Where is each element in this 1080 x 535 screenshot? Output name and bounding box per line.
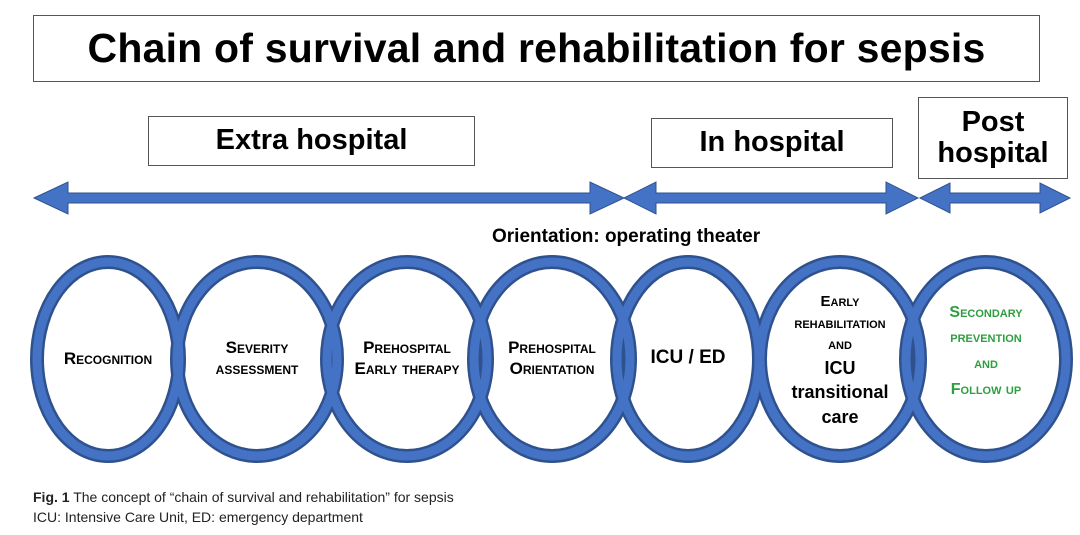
step-severity-assessment: Severity assessment: [192, 325, 322, 391]
step-severity-assessment-label: Severity assessment: [215, 337, 299, 378]
step-secondary-prevention-label: Secondary prevention and Follow up: [949, 303, 1023, 398]
caption-note: ICU: Intensive Care Unit, ED: emergency …: [33, 509, 363, 525]
ring-early-rehabilitation-inner: [755, 257, 925, 461]
phase-post-hospital: Post hospital: [918, 97, 1068, 179]
figure-caption: Fig. 1 The concept of “chain of survival…: [33, 487, 454, 527]
step-recognition-label: Recognition: [63, 349, 153, 368]
diagram-title: Chain of survival and rehabilitation for…: [87, 25, 986, 71]
phase-in-hospital-label: In hospital: [699, 126, 845, 159]
in-hospital-arrow: [622, 181, 920, 215]
step-icu-ed: ICU / ED: [630, 340, 746, 376]
phase-post-hospital-label: Post hospital: [937, 105, 1049, 169]
ring-severity-assessment-inner: [172, 257, 342, 461]
step-prehospital-early-therapy-label: Prehospital Early therapy: [354, 337, 460, 378]
title-box: Chain of survival and rehabilitation for…: [33, 15, 1040, 82]
step-prehospital-early-therapy: Prehospital Early therapy: [338, 325, 476, 391]
step-early-rehabilitation: Early rehabilitation and ICU transitiona…: [770, 282, 910, 438]
ring-secondary-prevention-inner: [901, 257, 1071, 461]
caption-line-1: Fig. 1 The concept of “chain of survival…: [33, 487, 454, 507]
step-prehospital-orientation: Prehospital Orientation: [486, 325, 618, 391]
post-hospital-arrow: [918, 182, 1072, 214]
orientation-label: Orientation: operating theater: [492, 226, 761, 247]
step-icu-transitional-care-label: ICU transitional care: [791, 358, 889, 427]
figure-text: The concept of “chain of survival and re…: [73, 489, 454, 505]
step-recognition: Recognition: [48, 330, 168, 388]
phase-extra-hospital-label: Extra hospital: [215, 124, 408, 157]
step-prehospital-orientation-label: Prehospital Orientation: [508, 337, 596, 378]
phase-in-hospital: In hospital: [651, 118, 893, 168]
step-early-rehabilitation-label: Early rehabilitation and: [794, 292, 886, 354]
ring-prehospital-orientation-inner: [469, 257, 635, 461]
step-secondary-prevention: Secondary prevention and Follow up: [922, 292, 1050, 410]
figure-label: Fig. 1: [33, 489, 70, 505]
phase-extra-hospital: Extra hospital: [148, 116, 475, 166]
step-icu-ed-label: ICU / ED: [650, 347, 726, 368]
ring-prehospital-early-therapy-inner: [322, 257, 492, 461]
